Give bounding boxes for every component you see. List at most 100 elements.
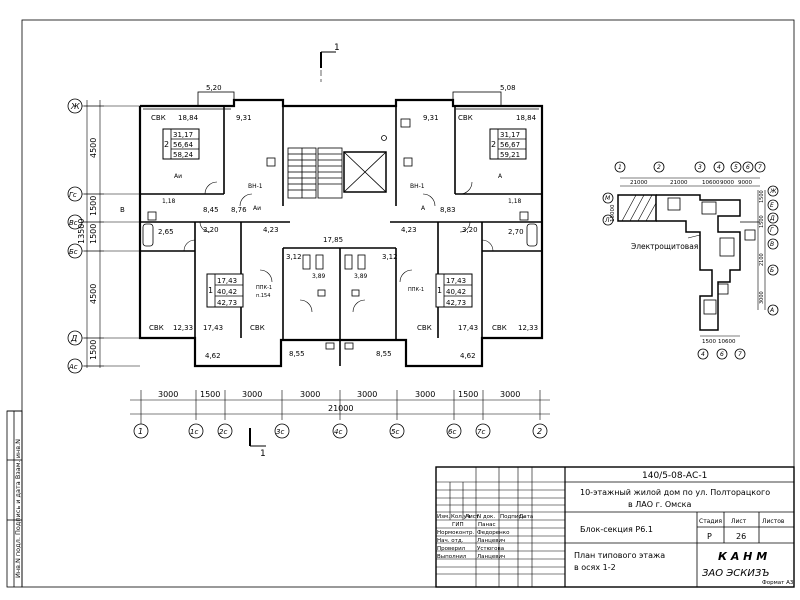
svg-text:СВК: СВК [151,114,166,122]
dim-bottom-1: 3000 [158,390,178,399]
svg-text:8,83: 8,83 [440,206,456,214]
svg-text:10600: 10600 [718,339,736,345]
svg-text:Г: Г [770,227,774,234]
dim-left-2: 1500 [89,196,98,216]
svg-text:Федоренко: Федоренко [477,530,510,536]
svg-text:Устюгова: Устюгова [477,546,504,552]
axis-bottom-2: 2 [537,427,542,436]
svg-text:Нач. отд.: Нач. отд. [437,538,464,544]
svg-text:5: 5 [734,164,738,171]
title-sheet-line2: в осях 1-2 [574,563,616,572]
axis-left-d: Д [70,334,77,343]
svg-text:1: 1 [208,286,213,295]
svg-text:В: В [120,206,125,214]
axis-left-zh: Ж [70,102,80,111]
svg-text:8,55: 8,55 [289,350,305,358]
dim-bottom-4: 3000 [300,390,320,399]
axis-bottom-2c: 2с [219,428,227,436]
section-mark-bottom: 1 [260,449,266,459]
axis-left-vs: Вс [69,219,78,227]
svg-text:9,31: 9,31 [423,114,439,122]
svg-text:8,45: 8,45 [203,206,219,214]
sheet-frame [21,19,795,588]
side-stamp-frame [6,410,23,588]
svg-text:3,20: 3,20 [462,226,478,234]
svg-text:Кол.уч: Кол.уч [451,514,470,520]
svg-text:А: А [769,307,774,314]
svg-text:1500: 1500 [759,215,765,228]
svg-text:3000: 3000 [759,291,765,304]
svg-text:Ланцевич: Ланцевич [477,554,505,560]
svg-text:Б: Б [770,267,774,274]
svg-text:Панас: Панас [478,522,496,528]
svg-text:4,23: 4,23 [263,226,279,234]
axis-bottom-1: 1 [138,427,143,436]
apartment-box-3: 1 17,43 40,42 42,73 [206,273,244,308]
title-section: Блок-секция Р6.1 [580,525,653,534]
apartment-box-4: 1 17,43 40,42 42,73 [435,273,473,308]
svg-text:18,84: 18,84 [516,114,537,122]
svg-text:ВН-1: ВН-1 [410,183,425,190]
svg-text:Нормоконтр.: Нормоконтр. [437,530,474,536]
bottom-axis-markers: 1 1с 2с 3с 4с 5с 6с 7с 2 [133,420,548,439]
dim-bottom-total: 21000 [328,404,353,413]
svg-text:9,31: 9,31 [236,114,252,122]
svg-text:12,33: 12,33 [518,324,538,332]
svg-text:ППК-1: ППК-1 [408,287,424,293]
svg-text:Лист: Лист [731,518,747,525]
svg-text:3,89: 3,89 [354,273,368,280]
svg-text:12,33: 12,33 [173,324,193,332]
axis-bottom-6c: 6с [448,428,456,436]
svg-text:8,76: 8,76 [231,206,247,214]
svg-text:56,67: 56,67 [500,141,520,149]
svg-text:58,24: 58,24 [173,151,194,159]
svg-text:Формат А3: Формат А3 [762,580,794,586]
svg-text:4: 4 [701,351,705,358]
svg-text:Аи: Аи [174,173,182,180]
svg-text:Ланцевич: Ланцевич [477,538,505,544]
axis-bottom-5c: 5с [391,428,399,436]
svg-text:40,42: 40,42 [446,288,466,296]
axis-left-as: Ас [68,363,78,371]
svg-text:1,18: 1,18 [508,198,522,205]
svg-text:1,18: 1,18 [162,198,176,205]
axis-bottom-7c: 7с [477,428,485,436]
svg-text:15000: 15000 [610,204,616,222]
svg-text:ГИП: ГИП [452,522,464,528]
svg-text:1: 1 [618,164,622,171]
svg-text:М: М [605,195,611,202]
svg-text:Д: Д [769,215,775,222]
svg-text:2: 2 [491,140,496,149]
svg-text:Листов: Листов [762,518,785,525]
left-axis-markers: Ж Гс Вс Бс Д Ас [67,98,140,374]
top-dim-left: 5,20 [206,84,222,92]
dim-left-5: 1500 [89,340,98,360]
svg-text:7: 7 [758,164,762,171]
svg-text:Проверил: Проверил [437,546,466,552]
room-labels: СВК 18,84 9,31 9,31 СВК 18,84 Аи А ВН-1 … [120,114,538,360]
svg-text:Л: Л [604,217,610,224]
svg-text:СВК: СВК [458,114,473,122]
key-plan: 1 2 3 4 5 6 7 21000 21000 10600 9000 900… [602,161,779,360]
title-code: 140/5-08-АС-1 [642,471,707,481]
axis-bottom-4c: 4с [334,428,342,436]
svg-text:Лист: Лист [465,514,480,520]
svg-text:8,55: 8,55 [376,350,392,358]
svg-text:А: А [498,173,503,180]
svg-text:ВН-1: ВН-1 [248,183,263,190]
svg-text:42,73: 42,73 [217,299,237,307]
svg-text:Р: Р [707,532,712,541]
svg-text:1: 1 [437,286,442,295]
svg-text:31,17: 31,17 [173,131,193,139]
dim-left-3: 1500 [89,224,98,244]
axis-bottom-3c: 3с [276,428,284,436]
svg-text:42,73: 42,73 [446,299,466,307]
side-stamp-text: Инв.N подл. Подпись и дата Взам. инв.N [14,439,22,578]
svg-text:Подпись: Подпись [500,514,525,520]
svg-text:3,12: 3,12 [382,253,398,261]
company-logo-line2: ЗАО ЭСКИЗЪ [702,568,770,579]
dim-bottom-5: 3000 [357,390,377,399]
svg-text:17,43: 17,43 [203,324,223,332]
svg-text:2100: 2100 [759,253,765,266]
